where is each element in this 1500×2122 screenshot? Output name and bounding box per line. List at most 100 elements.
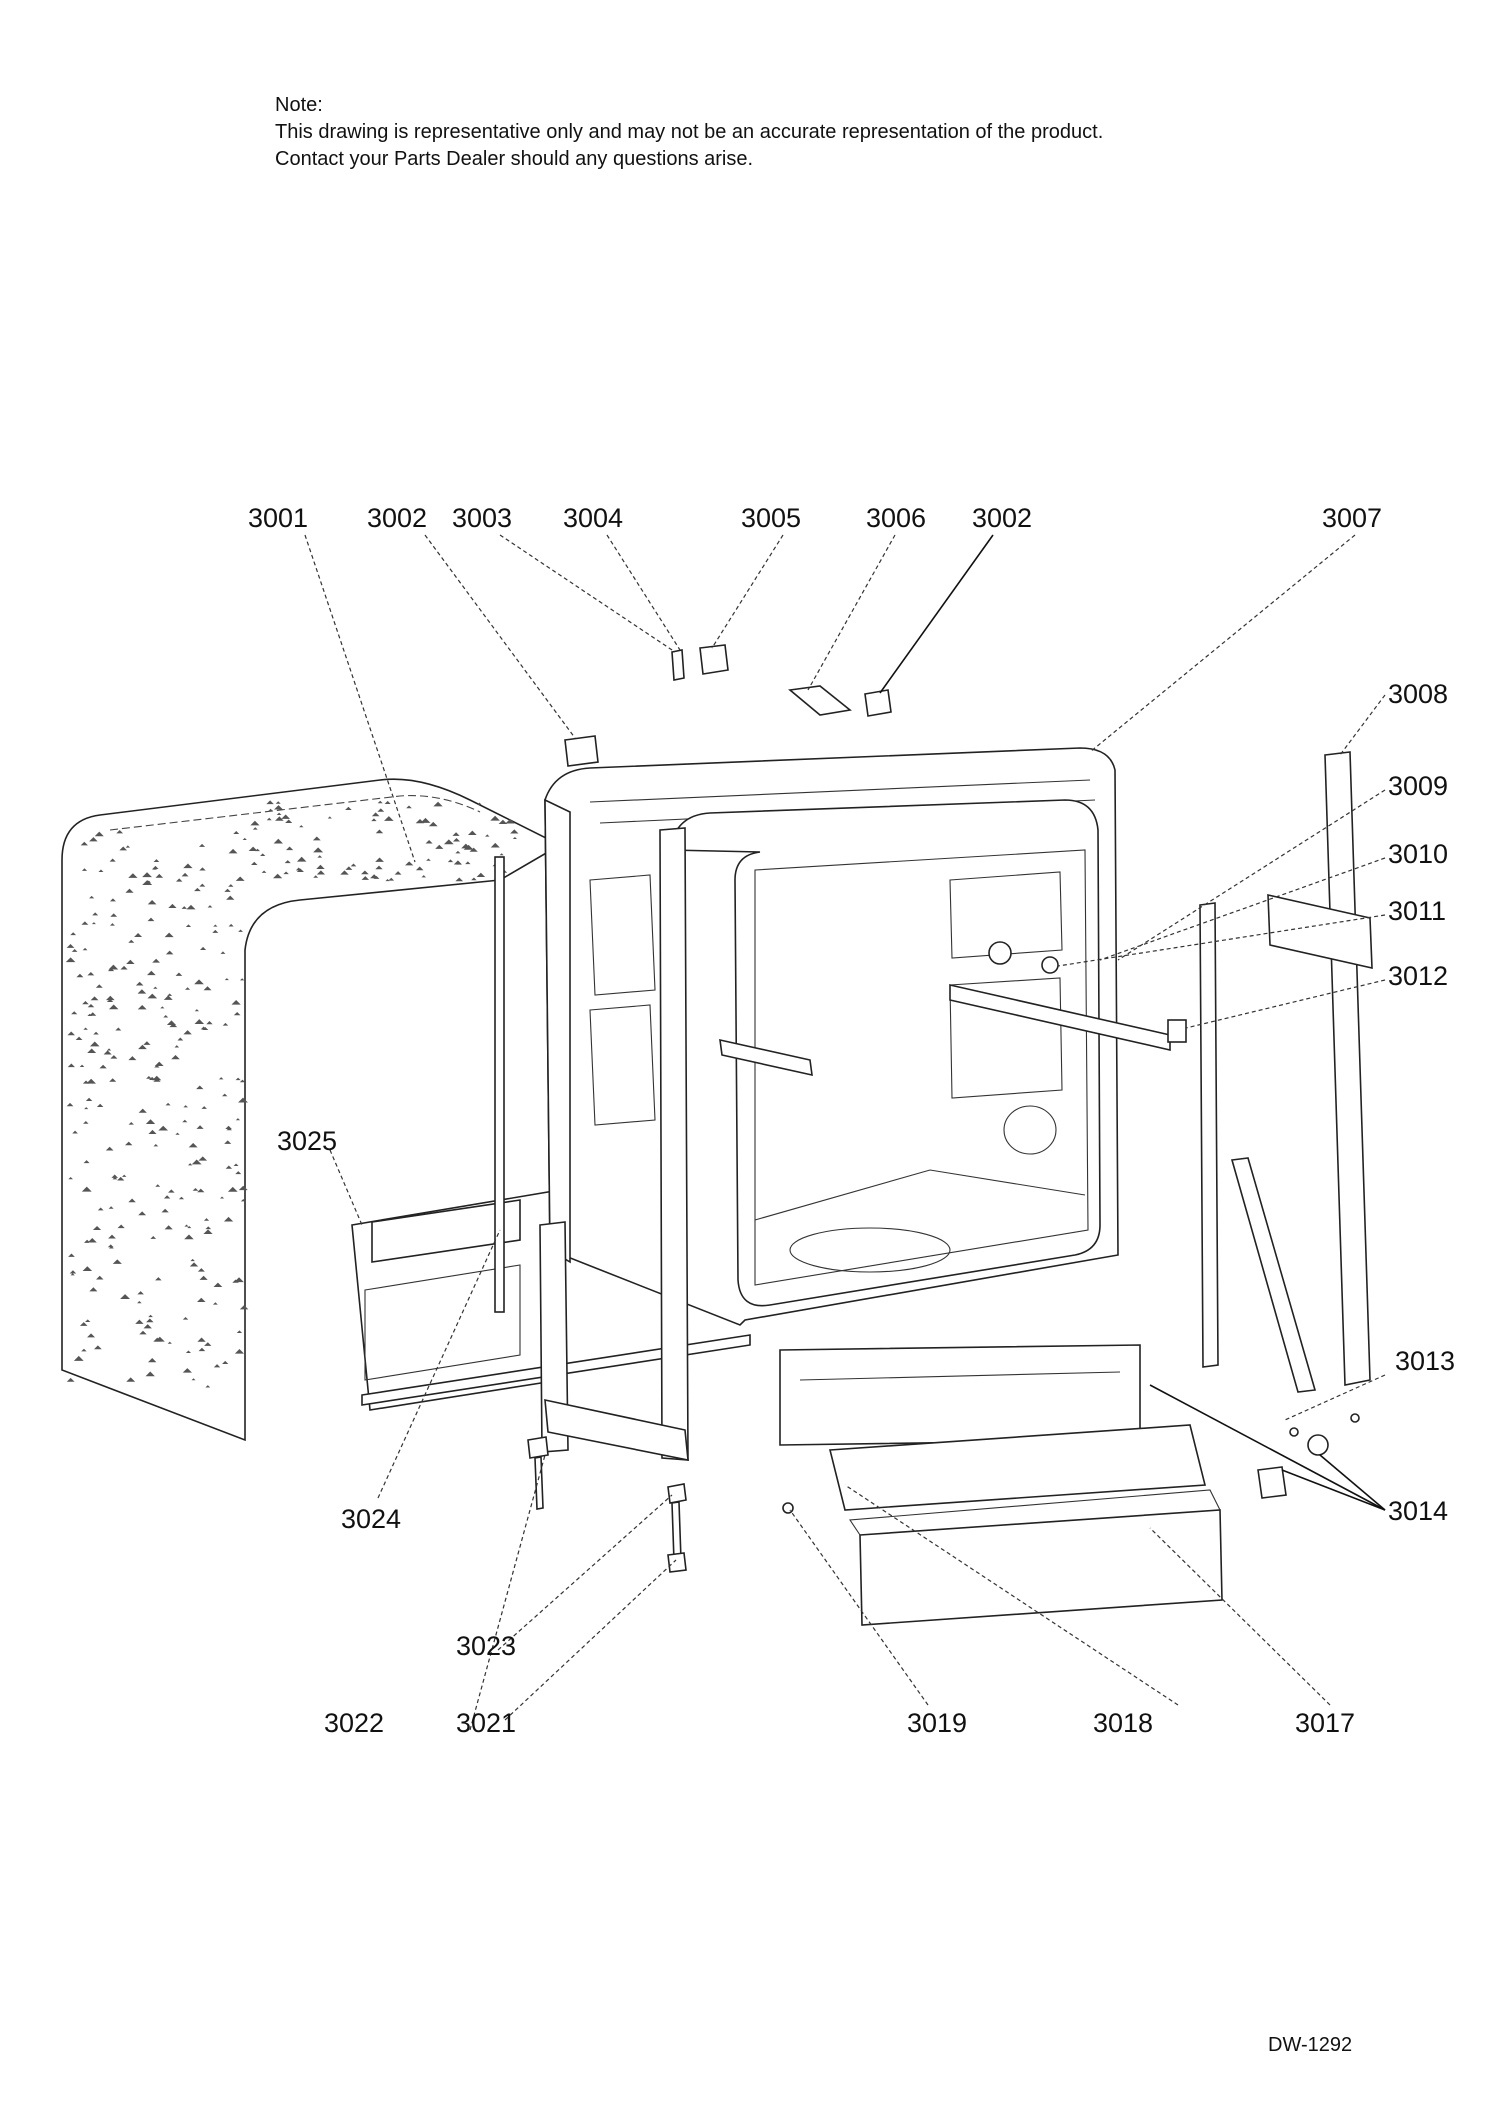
insulation-speck xyxy=(137,989,147,994)
insulation-speck xyxy=(275,816,284,821)
insulation-speck xyxy=(152,867,157,870)
insulation-speck xyxy=(110,1055,118,1059)
insulation-speck xyxy=(125,845,131,848)
insulation-speck xyxy=(142,872,152,878)
insulation-speck xyxy=(185,987,191,990)
insulation-speck xyxy=(426,858,431,861)
note-line-1: This drawing is representative only and … xyxy=(275,121,1104,143)
insulation-speck xyxy=(83,1160,90,1164)
insulation-speck xyxy=(233,1163,239,1166)
insulation-speck xyxy=(285,846,294,851)
insulation-speck xyxy=(203,986,212,991)
insulation-speck xyxy=(69,1270,77,1274)
insulation-speck xyxy=(166,1020,177,1026)
insulation-speck xyxy=(71,1011,78,1015)
insulation-speck xyxy=(312,836,321,841)
insulation-speck xyxy=(106,998,114,1002)
insulation-speck xyxy=(155,1277,162,1281)
insulation-speck xyxy=(350,863,357,867)
insulation-speck xyxy=(94,831,104,837)
insulation-speck xyxy=(83,1120,89,1124)
leader-lines xyxy=(304,534,1386,1731)
insulation-speck xyxy=(143,1324,152,1329)
insulation-speck xyxy=(153,1144,159,1147)
callout-3003: 3003 xyxy=(452,503,512,533)
insulation-speck xyxy=(197,1297,206,1302)
insulation-speck xyxy=(147,900,157,905)
insulation-speck xyxy=(268,808,274,812)
insulation-speck xyxy=(106,1048,112,1051)
insulation-speck xyxy=(153,986,158,989)
insulation-speck xyxy=(296,856,307,862)
insulation-speck xyxy=(227,1186,238,1192)
insulation-speck xyxy=(228,923,234,927)
insulation-speck xyxy=(345,806,352,811)
insulation-speck xyxy=(183,1105,188,1108)
insulation-speck xyxy=(296,868,304,873)
insulation-speck xyxy=(465,861,471,865)
insulation-speck xyxy=(182,1119,188,1123)
insulation-speck xyxy=(160,1006,165,1009)
insulation-speck xyxy=(138,1044,147,1050)
insulation-speck xyxy=(137,1004,147,1010)
insulation-speck xyxy=(80,841,88,846)
insulation-speck xyxy=(109,858,116,862)
insulation-speck xyxy=(196,1125,204,1129)
insulation-speck xyxy=(81,1186,92,1192)
insulation-speck xyxy=(235,1171,242,1175)
insulation-speck xyxy=(452,832,460,836)
insulation-speck xyxy=(66,1102,74,1107)
insulation-speck xyxy=(111,1174,119,1178)
insulation-speck xyxy=(283,871,289,875)
insulation-speck xyxy=(79,1064,85,1068)
insulation-speck xyxy=(147,970,156,976)
insulation-speck xyxy=(67,1031,75,1036)
callout-3006: 3006 xyxy=(866,503,926,533)
insulation-speck xyxy=(90,996,99,1001)
callout-3022: 3022 xyxy=(324,1708,384,1738)
insulation-speck xyxy=(251,861,258,866)
insulation-speck xyxy=(109,1246,114,1249)
callout-3021: 3021 xyxy=(456,1708,516,1738)
insulation-speck xyxy=(361,870,369,875)
insulation-speck xyxy=(163,995,173,1000)
insulation-speck xyxy=(126,1377,136,1382)
insulation-speck xyxy=(72,1130,78,1134)
insulation-speck xyxy=(194,1019,205,1024)
insulation-speck xyxy=(155,873,164,878)
insulation-speck xyxy=(276,812,282,815)
insulation-speck xyxy=(238,1185,248,1191)
insulation-blanket xyxy=(61,778,562,1442)
insulation-speck xyxy=(188,1163,193,1166)
insulation-speck xyxy=(91,922,96,925)
callout-3007: 3007 xyxy=(1322,503,1382,533)
insulation-speck xyxy=(371,818,377,822)
insulation-speck xyxy=(103,1050,112,1055)
insulation-speck xyxy=(138,1108,147,1113)
insulation-speck xyxy=(147,917,155,922)
insulation-speck xyxy=(212,929,219,933)
callout-3009: 3009 xyxy=(1388,771,1448,801)
insulation-speck xyxy=(234,1349,245,1354)
toe-kick-parts xyxy=(779,1344,1223,1626)
insulation-speck xyxy=(222,1360,229,1365)
insulation-speck xyxy=(224,888,231,892)
insulation-speck xyxy=(224,978,229,981)
insulation-speck xyxy=(70,1273,75,1276)
insulation-speck xyxy=(120,965,128,970)
insulation-speck xyxy=(85,1319,91,1322)
insulation-speck xyxy=(235,1118,241,1121)
insulation-speck xyxy=(421,875,426,878)
insulation-speck xyxy=(87,1237,97,1243)
insulation-speck xyxy=(82,1266,93,1272)
insulation-speck xyxy=(205,1226,212,1230)
insulation-speck xyxy=(428,821,438,827)
insulation-speck xyxy=(191,1159,202,1165)
insulation-speck xyxy=(187,1226,192,1229)
insulation-speck xyxy=(207,905,213,908)
insulation-speck xyxy=(192,1187,199,1191)
insulation-speck xyxy=(313,847,324,853)
insulation-speck xyxy=(134,932,143,937)
insulation-speck xyxy=(163,1195,171,1199)
insulation-speck xyxy=(154,1061,164,1067)
